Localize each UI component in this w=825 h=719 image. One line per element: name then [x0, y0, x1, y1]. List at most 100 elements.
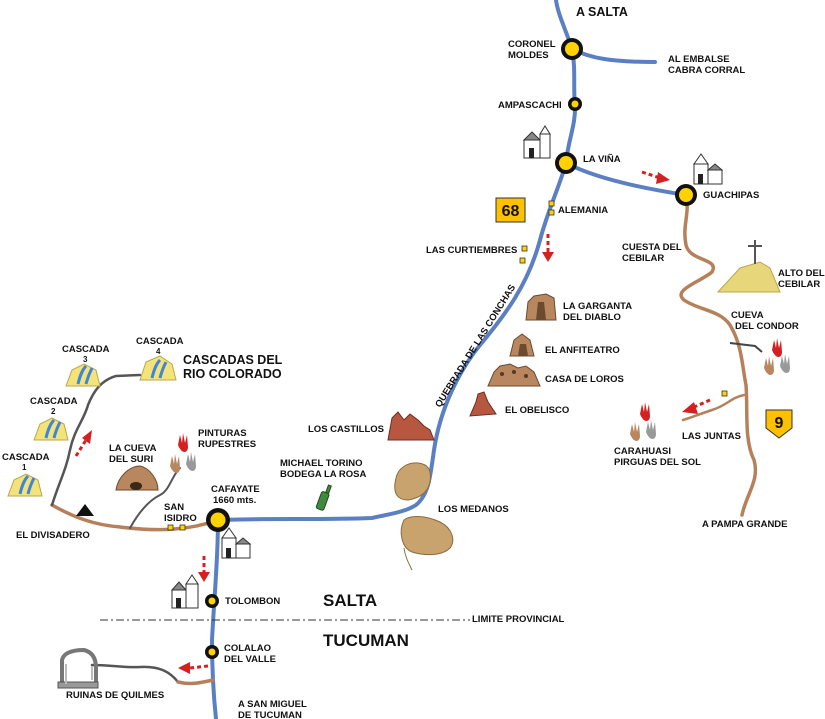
label-de-tucuman: DE TUCUMAN	[238, 710, 302, 719]
arrow-las-juntas	[682, 398, 711, 414]
embalse-road	[570, 47, 657, 64]
wine-bottle-icon	[315, 484, 332, 511]
medanos-dune-1	[394, 462, 431, 501]
label-limite-provincial: LIMITE PROVINCIAL	[472, 614, 565, 625]
stop-guachipas	[675, 184, 697, 206]
los-castillos-icon	[387, 411, 435, 441]
medanos-dune-2	[400, 516, 454, 556]
curtiembres-marker-b	[519, 257, 526, 264]
anfiteatro-opening	[518, 344, 528, 356]
camp-icon	[76, 504, 94, 516]
loros-hole-1	[500, 372, 504, 376]
casa-de-loros-icon	[487, 363, 541, 387]
san-isidro-marker-a	[167, 524, 174, 531]
label-cascadas-del: CASCADAS DEL	[183, 353, 283, 367]
loros-hole-2	[512, 370, 516, 374]
condor-trail	[729, 342, 763, 353]
stop-tolombon	[205, 594, 219, 608]
label-salta-province: SALTA	[323, 591, 377, 610]
route-68-road	[216, 0, 578, 522]
cebilar-road	[679, 193, 758, 517]
arrow-guachipas	[641, 170, 670, 184]
label-las-curtiembres: LAS CURTIEMBRES	[426, 245, 517, 256]
ruinas-quilmes-icon	[57, 647, 99, 689]
cascada-1-icon	[7, 473, 43, 497]
label-cascada-1-num: 1	[22, 463, 27, 472]
label-cueva: CUEVA	[731, 310, 764, 321]
label-al-embalse: AL EMBALSE	[668, 54, 730, 65]
arrow-cascadas	[74, 430, 92, 457]
el-obelisco-icon	[469, 391, 497, 417]
label-a-salta: A SALTA	[576, 5, 628, 19]
label-cafayate: CAFAYATE	[211, 484, 260, 495]
cascada-4-icon	[139, 355, 177, 381]
label-tolombon: TOLOMBON	[225, 596, 280, 607]
label-michael-torino: MICHAEL TORINO	[280, 458, 363, 469]
suri-trail	[129, 467, 181, 529]
route-68-number: 68	[502, 203, 520, 220]
label-cascada-3-num: 3	[83, 355, 88, 364]
chapel-guachipas-icon	[693, 153, 724, 185]
label-tucuman-province: TUCUMAN	[323, 631, 409, 650]
garganta-opening	[536, 302, 546, 320]
cueva-del-suri-icon	[115, 465, 159, 491]
label-la-cueva: LA CUEVA	[109, 443, 157, 454]
label-quebrada: QUEBRADA DE LAS CONCHAS	[433, 283, 518, 410]
label-cafayate-altitude: 1660 mts.	[213, 495, 256, 506]
las-juntas-hands-icon	[630, 402, 656, 441]
cascada-3-icon	[65, 363, 101, 387]
label-el-divisadero: EL DIVISADERO	[16, 530, 90, 541]
label-del-suri: DEL SURI	[109, 454, 153, 465]
label-rupestres: RUPESTRES	[198, 439, 256, 450]
alto-cebilar-mountain	[716, 261, 781, 293]
label-los-medanos: LOS MEDANOS	[438, 504, 509, 515]
stop-colalao	[205, 645, 219, 659]
label-colalao: COLALAO	[224, 643, 271, 654]
cascada-2-icon	[33, 417, 69, 441]
label-a-pampa-grande: A PAMPA GRANDE	[702, 519, 788, 530]
san-isidro-marker-b	[179, 524, 186, 531]
label-anfiteatro: EL ANFITEATRO	[545, 345, 620, 356]
route-40-road	[209, 518, 220, 719]
label-san: SAN	[164, 502, 184, 513]
label-cascada-3: CASCADA	[62, 344, 110, 355]
label-guachipas: GUACHIPAS	[703, 190, 759, 201]
cave-opening	[130, 482, 142, 490]
label-ampascachi: AMPASCACHI	[498, 100, 562, 111]
label-rio-colorado: RIO COLORADO	[183, 367, 282, 381]
stop-la-vina	[555, 152, 577, 174]
medanos-trail	[403, 547, 413, 571]
chapel-cafayate-icon	[221, 527, 252, 559]
label-cascada-4-num: 4	[156, 347, 161, 356]
label-ruinas-de-quilmes: RUINAS DE QUILMES	[66, 690, 164, 701]
label-la-garganta: LA GARGANTA	[563, 301, 632, 312]
arrow-quebrada	[542, 234, 554, 262]
label-pinturas: PINTURAS	[198, 428, 247, 439]
stop-ampascachi	[568, 97, 582, 111]
label-casa-de-loros: CASA DE LOROS	[545, 374, 624, 385]
arrow-quilmes	[178, 662, 209, 674]
route-68-sign: 68	[495, 197, 526, 223]
cascadas-trail	[50, 373, 142, 507]
label-cabra-corral: CABRA CORRAL	[668, 65, 745, 76]
label-la-vina: LA VIÑA	[583, 154, 621, 165]
arrow-tolombon	[198, 556, 210, 582]
label-cascada-2: CASCADA	[30, 396, 78, 407]
guachipas-road	[564, 161, 688, 197]
label-cascada-4: CASCADA	[136, 336, 184, 347]
label-pirguas-del-sol: PIRGUAS DEL SOL	[614, 457, 701, 468]
label-cascada-1: CASCADA	[2, 452, 50, 463]
label-cebilar-alto: CEBILAR	[778, 279, 820, 290]
label-cebilar-cuesta: CEBILAR	[622, 253, 664, 264]
route-9-number: 9	[775, 415, 784, 432]
label-coronel: CORONEL	[508, 39, 556, 50]
quilmes-road-brown	[176, 678, 215, 686]
label-a-san-miguel: A SAN MIGUEL	[238, 699, 307, 710]
curtiembres-marker-a	[521, 245, 528, 252]
label-del-diablo: DEL DIABLO	[563, 312, 621, 323]
chapel-la-vina-icon	[522, 125, 551, 159]
label-bodega-la-rosa: BODEGA LA ROSA	[280, 469, 367, 480]
alemania-marker-b	[548, 209, 555, 216]
label-isidro: ISIDRO	[164, 513, 197, 524]
